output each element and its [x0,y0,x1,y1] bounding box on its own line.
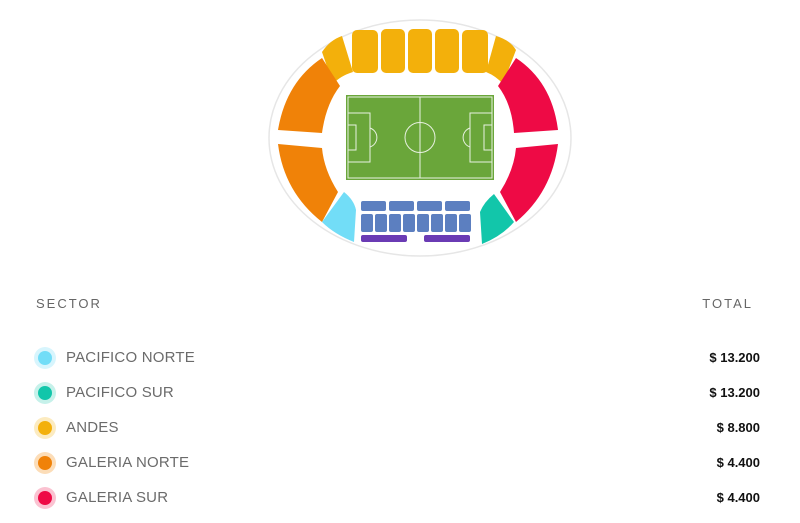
central-block[interactable] [445,201,470,211]
color-dot-icon [34,346,56,369]
sector-row-galeria-norte[interactable]: GALERIA NORTE $ 4.400 [34,445,760,480]
central-block[interactable] [431,214,443,232]
central-block[interactable] [445,214,457,232]
sector-tribuna-central[interactable] [361,201,471,232]
central-block[interactable] [361,214,373,232]
andes-block[interactable] [352,30,378,73]
color-dot-icon [34,381,56,404]
sector-palco[interactable] [361,235,470,242]
sector-row-pacifico-norte[interactable]: PACIFICO NORTE $ 13.200 [34,340,760,375]
sector-total: $ 13.200 [709,350,760,365]
table-header: SECTOR TOTAL [36,296,753,314]
galeria-norte-block[interactable] [278,144,338,222]
central-block[interactable] [417,214,429,232]
color-dot-icon [34,416,56,439]
central-block[interactable] [361,201,386,211]
sector-total: $ 8.800 [716,420,760,435]
galeria-sur-block[interactable] [498,58,558,133]
sector-name: GALERIA SUR [66,489,169,506]
central-block[interactable] [375,214,387,232]
stadium-map [268,19,572,257]
color-dot-icon [34,486,56,509]
andes-block[interactable] [486,36,516,84]
sector-row-galeria-sur[interactable]: GALERIA SUR $ 4.400 [34,480,760,515]
column-header-sector: SECTOR [36,296,102,311]
sector-name: GALERIA NORTE [66,454,190,471]
galeria-norte-block[interactable] [278,58,340,133]
color-dot-icon [34,451,56,474]
sector-galeria-sur[interactable] [498,58,558,222]
sector-name: PACIFICO SUR [66,384,174,401]
central-block[interactable] [389,214,401,232]
central-block[interactable] [417,201,442,211]
sector-galeria-norte[interactable] [278,58,340,222]
sector-list: PACIFICO NORTE $ 13.200 PACIFICO SUR $ 1… [34,340,760,515]
sector-pacifico-sur[interactable] [480,194,514,244]
sector-row-andes[interactable]: ANDES $ 8.800 [34,410,760,445]
sector-name: ANDES [66,419,119,436]
sector-andes[interactable] [322,29,516,84]
sector-pacifico-norte[interactable] [322,192,356,242]
sector-total: $ 4.400 [716,490,760,505]
andes-block[interactable] [462,30,488,73]
palco-block[interactable] [424,235,470,242]
central-block[interactable] [403,214,415,232]
sector-name: PACIFICO NORTE [66,349,195,366]
central-block[interactable] [459,214,471,232]
sector-row-pacifico-sur[interactable]: PACIFICO SUR $ 13.200 [34,375,760,410]
andes-block[interactable] [435,29,459,73]
pitch [346,95,494,180]
andes-block[interactable] [408,29,432,73]
sector-total: $ 4.400 [716,455,760,470]
palco-block[interactable] [361,235,407,242]
andes-block[interactable] [381,29,405,73]
column-header-total: TOTAL [702,296,753,311]
sector-total: $ 13.200 [709,385,760,400]
galeria-sur-block[interactable] [500,144,558,222]
central-block[interactable] [389,201,414,211]
